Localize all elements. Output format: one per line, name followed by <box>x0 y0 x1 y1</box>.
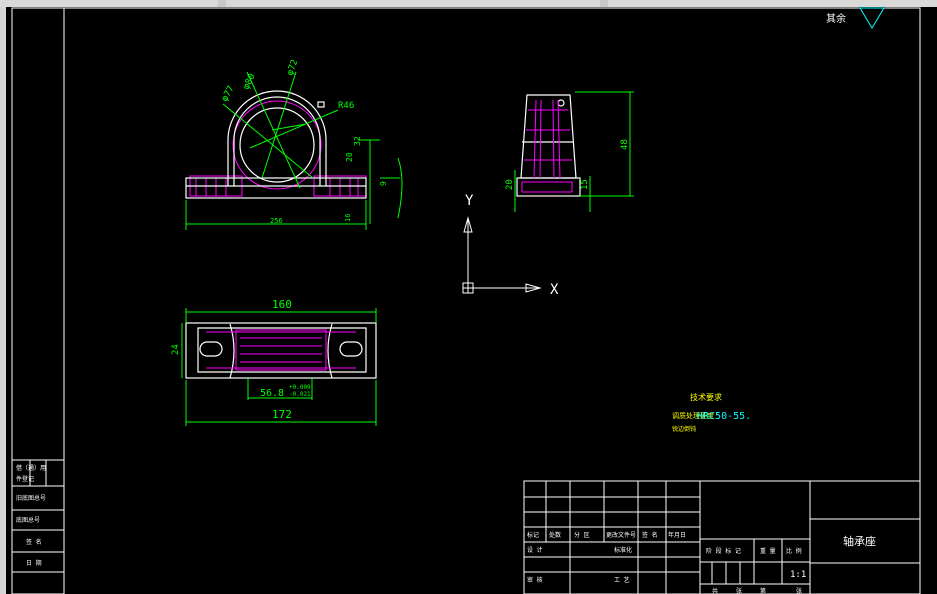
tb-sheet-no-label: 第 <box>760 587 766 594</box>
dim-tol-lower: -0.021 <box>289 391 311 398</box>
tech-req-line1-prefix: 调质处理硬度 <box>672 411 714 420</box>
window-left-edge <box>0 7 6 594</box>
dim-phi77: φ77 <box>220 84 237 103</box>
tb-sheets-label: 张 <box>736 587 742 594</box>
left-cell-4: 底图总号 <box>16 516 40 524</box>
tb-weight-header: 重 量 <box>760 547 776 555</box>
window-top-edge <box>0 0 937 7</box>
left-cell-2: 件登记 <box>16 475 34 483</box>
dim-phi80: φ80 <box>242 72 258 91</box>
dim-9: 9 <box>379 181 388 186</box>
tb-total-label: 共 <box>712 587 718 594</box>
dim-r46: R46 <box>338 101 354 111</box>
surface-finish-note: 其余 <box>826 7 885 29</box>
side-view: 48 20 15 <box>505 91 634 212</box>
dim-20-side: 20 <box>505 179 515 190</box>
tech-req-title: 技术要求 <box>690 392 722 402</box>
drawing-frame <box>11 7 921 594</box>
dim-phi72: φ72 <box>285 58 300 77</box>
dim-32: 32 <box>353 136 362 146</box>
axis-x-label: X <box>550 282 559 298</box>
dim-48: 48 <box>620 139 630 150</box>
left-cell-6: 日 期 <box>26 559 42 567</box>
dim-15: 15 <box>580 179 590 190</box>
left-cell-3: 旧底图总号 <box>16 494 46 502</box>
toolbar-fragment <box>218 0 226 7</box>
tb-scale-header: 比 例 <box>786 547 802 555</box>
tech-req-line2: 锐边倒钝 <box>672 425 696 433</box>
dim-24: 24 <box>171 344 181 355</box>
dim-160: 160 <box>272 298 292 311</box>
axis-y-label: Y <box>465 193 474 209</box>
dim-tol-upper: +0.009 <box>289 384 311 391</box>
tb-header-count: 处数 <box>549 531 561 539</box>
tb-header-sign: 签 名 <box>642 531 658 539</box>
title-block: 标记 处数 分 区 更改文件号 签 名 年月日 设 计 标准化 审 核 工 艺 … <box>523 480 921 594</box>
ucs-axis-icon <box>462 216 542 294</box>
dim-172: 172 <box>272 408 292 421</box>
tb-stage-header: 阶 段 标 记 <box>706 547 741 555</box>
technical-requirements: 技术要求 调质处理硬度 HRC50-55. 锐边倒钝 <box>672 392 751 433</box>
tb-header-date: 年月日 <box>668 531 686 539</box>
tb-header-mark: 标记 <box>527 531 539 539</box>
tb-header-change-doc: 更改文件号 <box>606 531 636 539</box>
tb-header-zone: 分 区 <box>574 531 590 539</box>
left-cell-5: 签 名 <box>26 538 42 546</box>
tb-scale-value: 1:1 <box>790 570 806 580</box>
left-cell-1: 借（通）用 <box>16 464 46 472</box>
dim-56-8: 56.8 <box>260 388 284 399</box>
front-view: φ77 φ80 φ72 R46 256 32 20 9 16 <box>185 58 403 230</box>
left-strip-table: 借（通）用 件登记 旧底图总号 底图总号 签 名 日 期 <box>11 459 65 594</box>
top-view: 160 24 172 56.8 +0.009 -0.021 <box>171 298 377 426</box>
roughness-triangle-icon <box>859 7 885 29</box>
tb-row-design: 设 计 <box>527 546 543 554</box>
dim-256: 256 <box>270 217 283 225</box>
tb-row-standard: 标准化 <box>614 546 632 554</box>
tech-req-line1-value: HRC50-55. <box>697 411 751 422</box>
dim-16: 16 <box>344 214 352 222</box>
tb-sheet-label: 张 <box>796 587 802 594</box>
tb-part-name: 轴承座 <box>843 534 876 548</box>
toolbar-fragment <box>600 0 608 7</box>
tb-row-review: 审 核 <box>527 576 543 584</box>
tb-row-process: 工 艺 <box>614 576 630 584</box>
surface-finish-label: 其余 <box>826 12 846 25</box>
dim-20-front: 20 <box>345 152 354 162</box>
